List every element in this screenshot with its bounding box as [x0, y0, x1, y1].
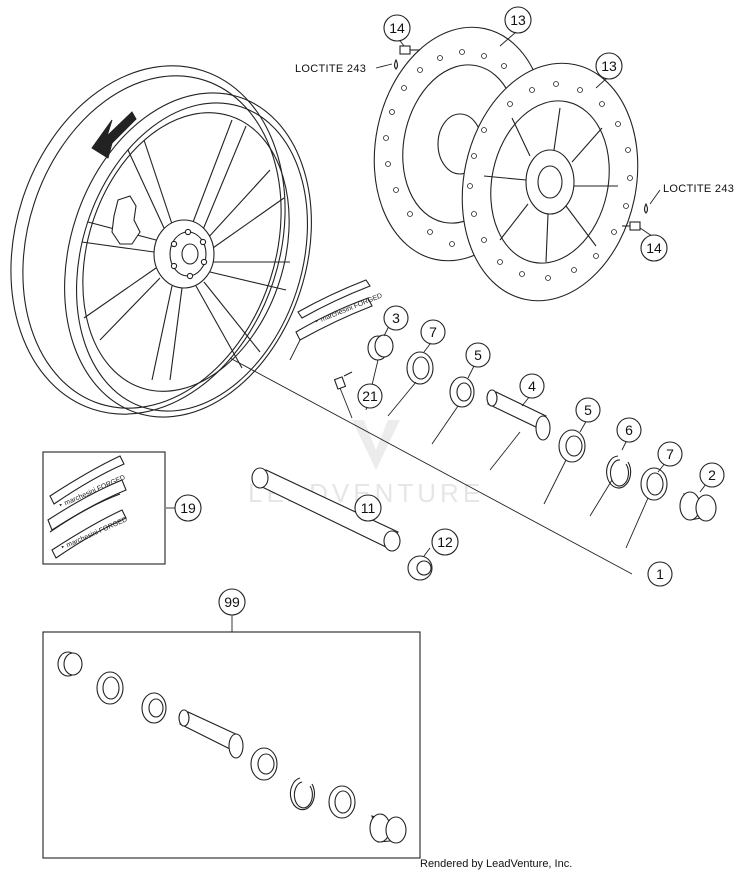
svg-text:21: 21 — [362, 388, 378, 404]
spacer-2 — [679, 491, 717, 522]
svg-text:6: 6 — [625, 422, 633, 438]
spacer-3 — [367, 334, 394, 361]
svg-text:2: 2 — [708, 467, 716, 483]
svg-text:7: 7 — [666, 446, 674, 462]
loctite-note-left: LOCTITE 243 — [295, 63, 366, 75]
seal-7-right — [640, 467, 668, 501]
callout-7-left[interactable]: 7 — [420, 319, 446, 345]
distance-sleeve-4 — [486, 389, 551, 441]
callout-12[interactable]: 12 — [431, 528, 459, 556]
axle-nut-12 — [407, 555, 433, 581]
svg-text:14: 14 — [646, 240, 662, 256]
callout-99[interactable]: 99 — [218, 588, 246, 616]
callout-11[interactable]: 11 — [354, 494, 382, 522]
callout-3[interactable]: 3 — [383, 305, 409, 331]
sticker-kit-inset: ‣ marchesini FORGED ‣ marchesini FORGED — [42, 451, 166, 565]
svg-text:11: 11 — [361, 500, 376, 516]
seal-7-left — [406, 351, 434, 385]
svg-text:14: 14 — [389, 20, 405, 36]
callout-5-left[interactable]: 5 — [465, 342, 491, 368]
svg-text:1: 1 — [656, 566, 664, 582]
svg-text:‣ marchesini FORGED: ‣ marchesini FORGED — [314, 292, 383, 325]
svg-text:5: 5 — [584, 402, 592, 418]
svg-text:99: 99 — [224, 594, 240, 610]
svg-text:19: 19 — [180, 500, 196, 516]
disc-screw-top — [393, 45, 420, 70]
callout-5-right[interactable]: 5 — [575, 397, 601, 423]
svg-text:‣ marchesini FORGED: ‣ marchesini FORGED — [60, 516, 128, 552]
callout-21[interactable]: 21 — [357, 383, 383, 409]
circlip-6 — [606, 455, 632, 489]
callout-7-right[interactable]: 7 — [657, 441, 683, 467]
bearing-5-left — [449, 376, 475, 408]
callout-19[interactable]: 19 — [174, 494, 202, 522]
svg-text:13: 13 — [601, 58, 617, 74]
bearing-5-right — [558, 429, 586, 463]
svg-text:12: 12 — [437, 534, 453, 550]
callout-14-top[interactable]: 14 — [383, 14, 411, 42]
callout-6[interactable]: 6 — [616, 417, 642, 443]
svg-text:3: 3 — [392, 310, 400, 326]
callout-14-right[interactable]: 14 — [640, 234, 668, 262]
wheel-axle-11 — [251, 467, 401, 552]
callout-1[interactable]: 1 — [647, 561, 673, 587]
leader-lines — [166, 31, 707, 632]
brake-disc-front — [461, 62, 639, 302]
rim-sticker: ‣ marchesini FORGED — [295, 279, 383, 341]
tire-valve — [333, 371, 353, 390]
svg-text:4: 4 — [528, 378, 536, 394]
callout-13-right[interactable]: 13 — [595, 52, 623, 80]
rendered-by-footer: Rendered by LeadVenture, Inc. — [420, 858, 572, 870]
front-wheel — [10, 65, 312, 418]
svg-text:13: 13 — [510, 12, 526, 28]
hub-bolts — [170, 228, 208, 280]
loctite-note-right: LOCTITE 243 — [663, 183, 734, 195]
svg-text:5: 5 — [474, 347, 482, 363]
rotation-arrow-icon — [91, 111, 137, 159]
disc-screw-right — [622, 202, 649, 231]
bearing-kit-inset — [42, 631, 421, 859]
callout-4[interactable]: 4 — [519, 373, 545, 399]
wheel-spokes — [81, 119, 290, 381]
svg-text:7: 7 — [429, 324, 437, 340]
callout-13-top[interactable]: 13 — [504, 6, 532, 34]
callout-2[interactable]: 2 — [699, 462, 725, 488]
